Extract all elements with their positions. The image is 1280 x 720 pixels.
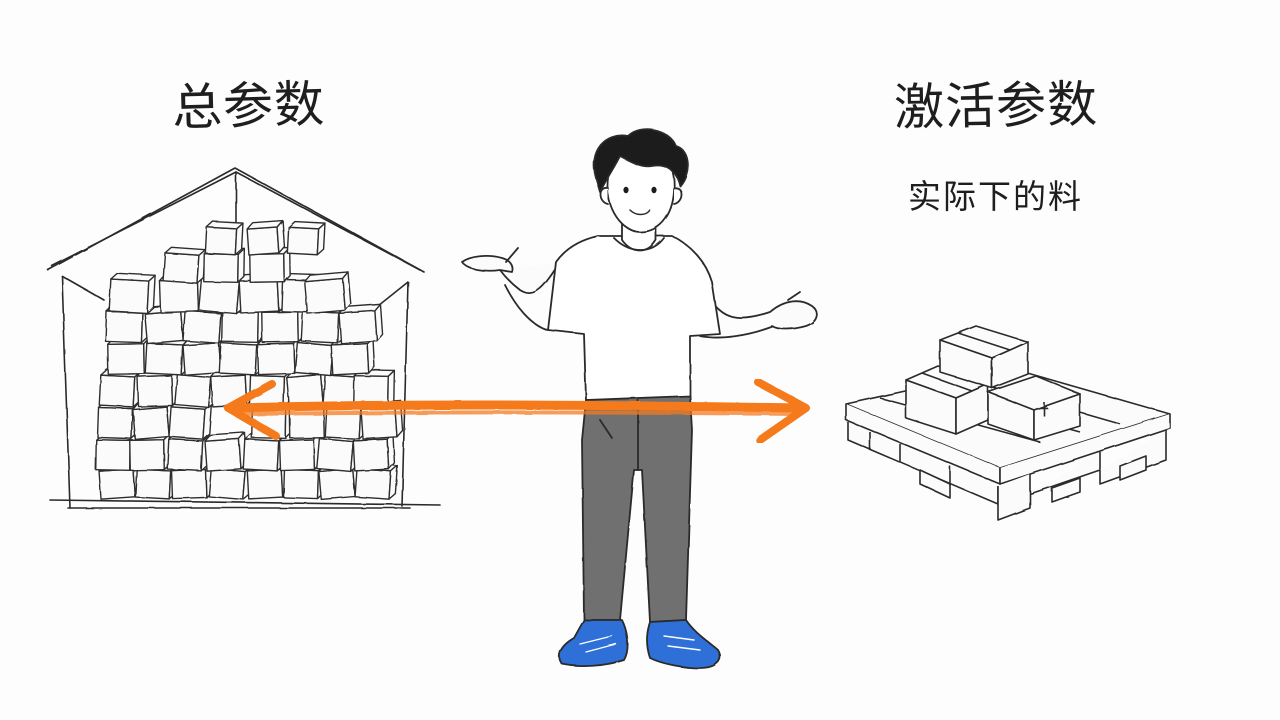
active-parameters-title: 激活参数: [893, 75, 1099, 137]
double-headed-arrow-icon: [224, 378, 810, 444]
cardboard-box-icon: [286, 220, 326, 256]
person-icon: [461, 128, 818, 669]
cardboard-box-icon: [353, 369, 396, 407]
cardboard-box-icon: [204, 431, 248, 472]
cardboard-box-icon: [905, 365, 989, 435]
cardboard-box-icon: [98, 368, 142, 408]
total-parameters-title: 总参数: [171, 75, 326, 137]
cardboard-box-icon: [203, 247, 246, 283]
cardboard-box-icon: [987, 375, 1081, 441]
cardboard-box-icon: [204, 220, 244, 256]
cardboard-box-icon: [939, 325, 1029, 389]
active-parameters-subtitle: 实际下的料: [908, 177, 1083, 216]
cardboard-box-icon: [246, 219, 286, 256]
cardboard-box-icon: [162, 246, 207, 284]
pallet-boxes: [905, 325, 1081, 441]
cardboard-box-icon: [108, 272, 156, 314]
cardboard-box-icon: [303, 271, 352, 315]
warehouse-icon: [47, 167, 441, 509]
cardboard-box-icon: [338, 303, 384, 344]
box-pile: [95, 219, 404, 501]
cardboard-box-icon: [107, 336, 151, 376]
